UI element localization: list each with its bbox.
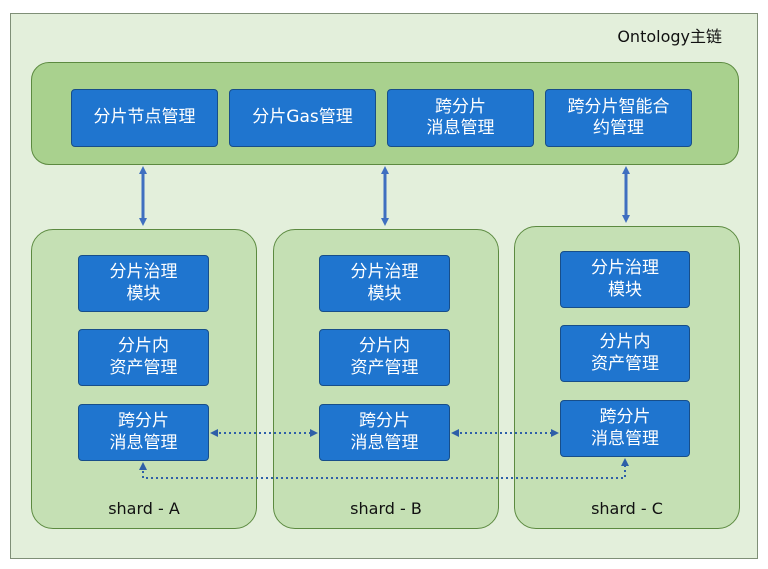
shard-b-governance-module: 分片治理 模块 [319,255,450,312]
main-module-cross-shard-contract: 跨分片智能合 约管理 [545,89,692,147]
main-chain-title: Ontology主链 [617,27,722,46]
shard-a-asset-management: 分片内 资产管理 [78,329,209,386]
shard-a-governance-module: 分片治理 模块 [78,255,209,312]
link-shard-a-to-c [139,458,629,479]
shard-c-cross-shard-messaging: 跨分片 消息管理 [560,400,690,457]
main-module-cross-shard-messaging: 跨分片 消息管理 [387,89,534,147]
shard-c-governance-module: 分片治理 模块 [560,251,690,308]
main-module-node-management: 分片节点管理 [71,89,218,147]
shard-b-asset-management: 分片内 资产管理 [319,329,450,386]
main-module-gas-management: 分片Gas管理 [229,89,376,147]
shard-b-label: shard - B [350,499,422,518]
shard-c-asset-management: 分片内 资产管理 [560,325,690,382]
shard-a-cross-shard-messaging: 跨分片 消息管理 [78,404,209,461]
shard-c-label: shard - C [591,499,663,518]
shard-a-label: shard - A [108,499,180,518]
